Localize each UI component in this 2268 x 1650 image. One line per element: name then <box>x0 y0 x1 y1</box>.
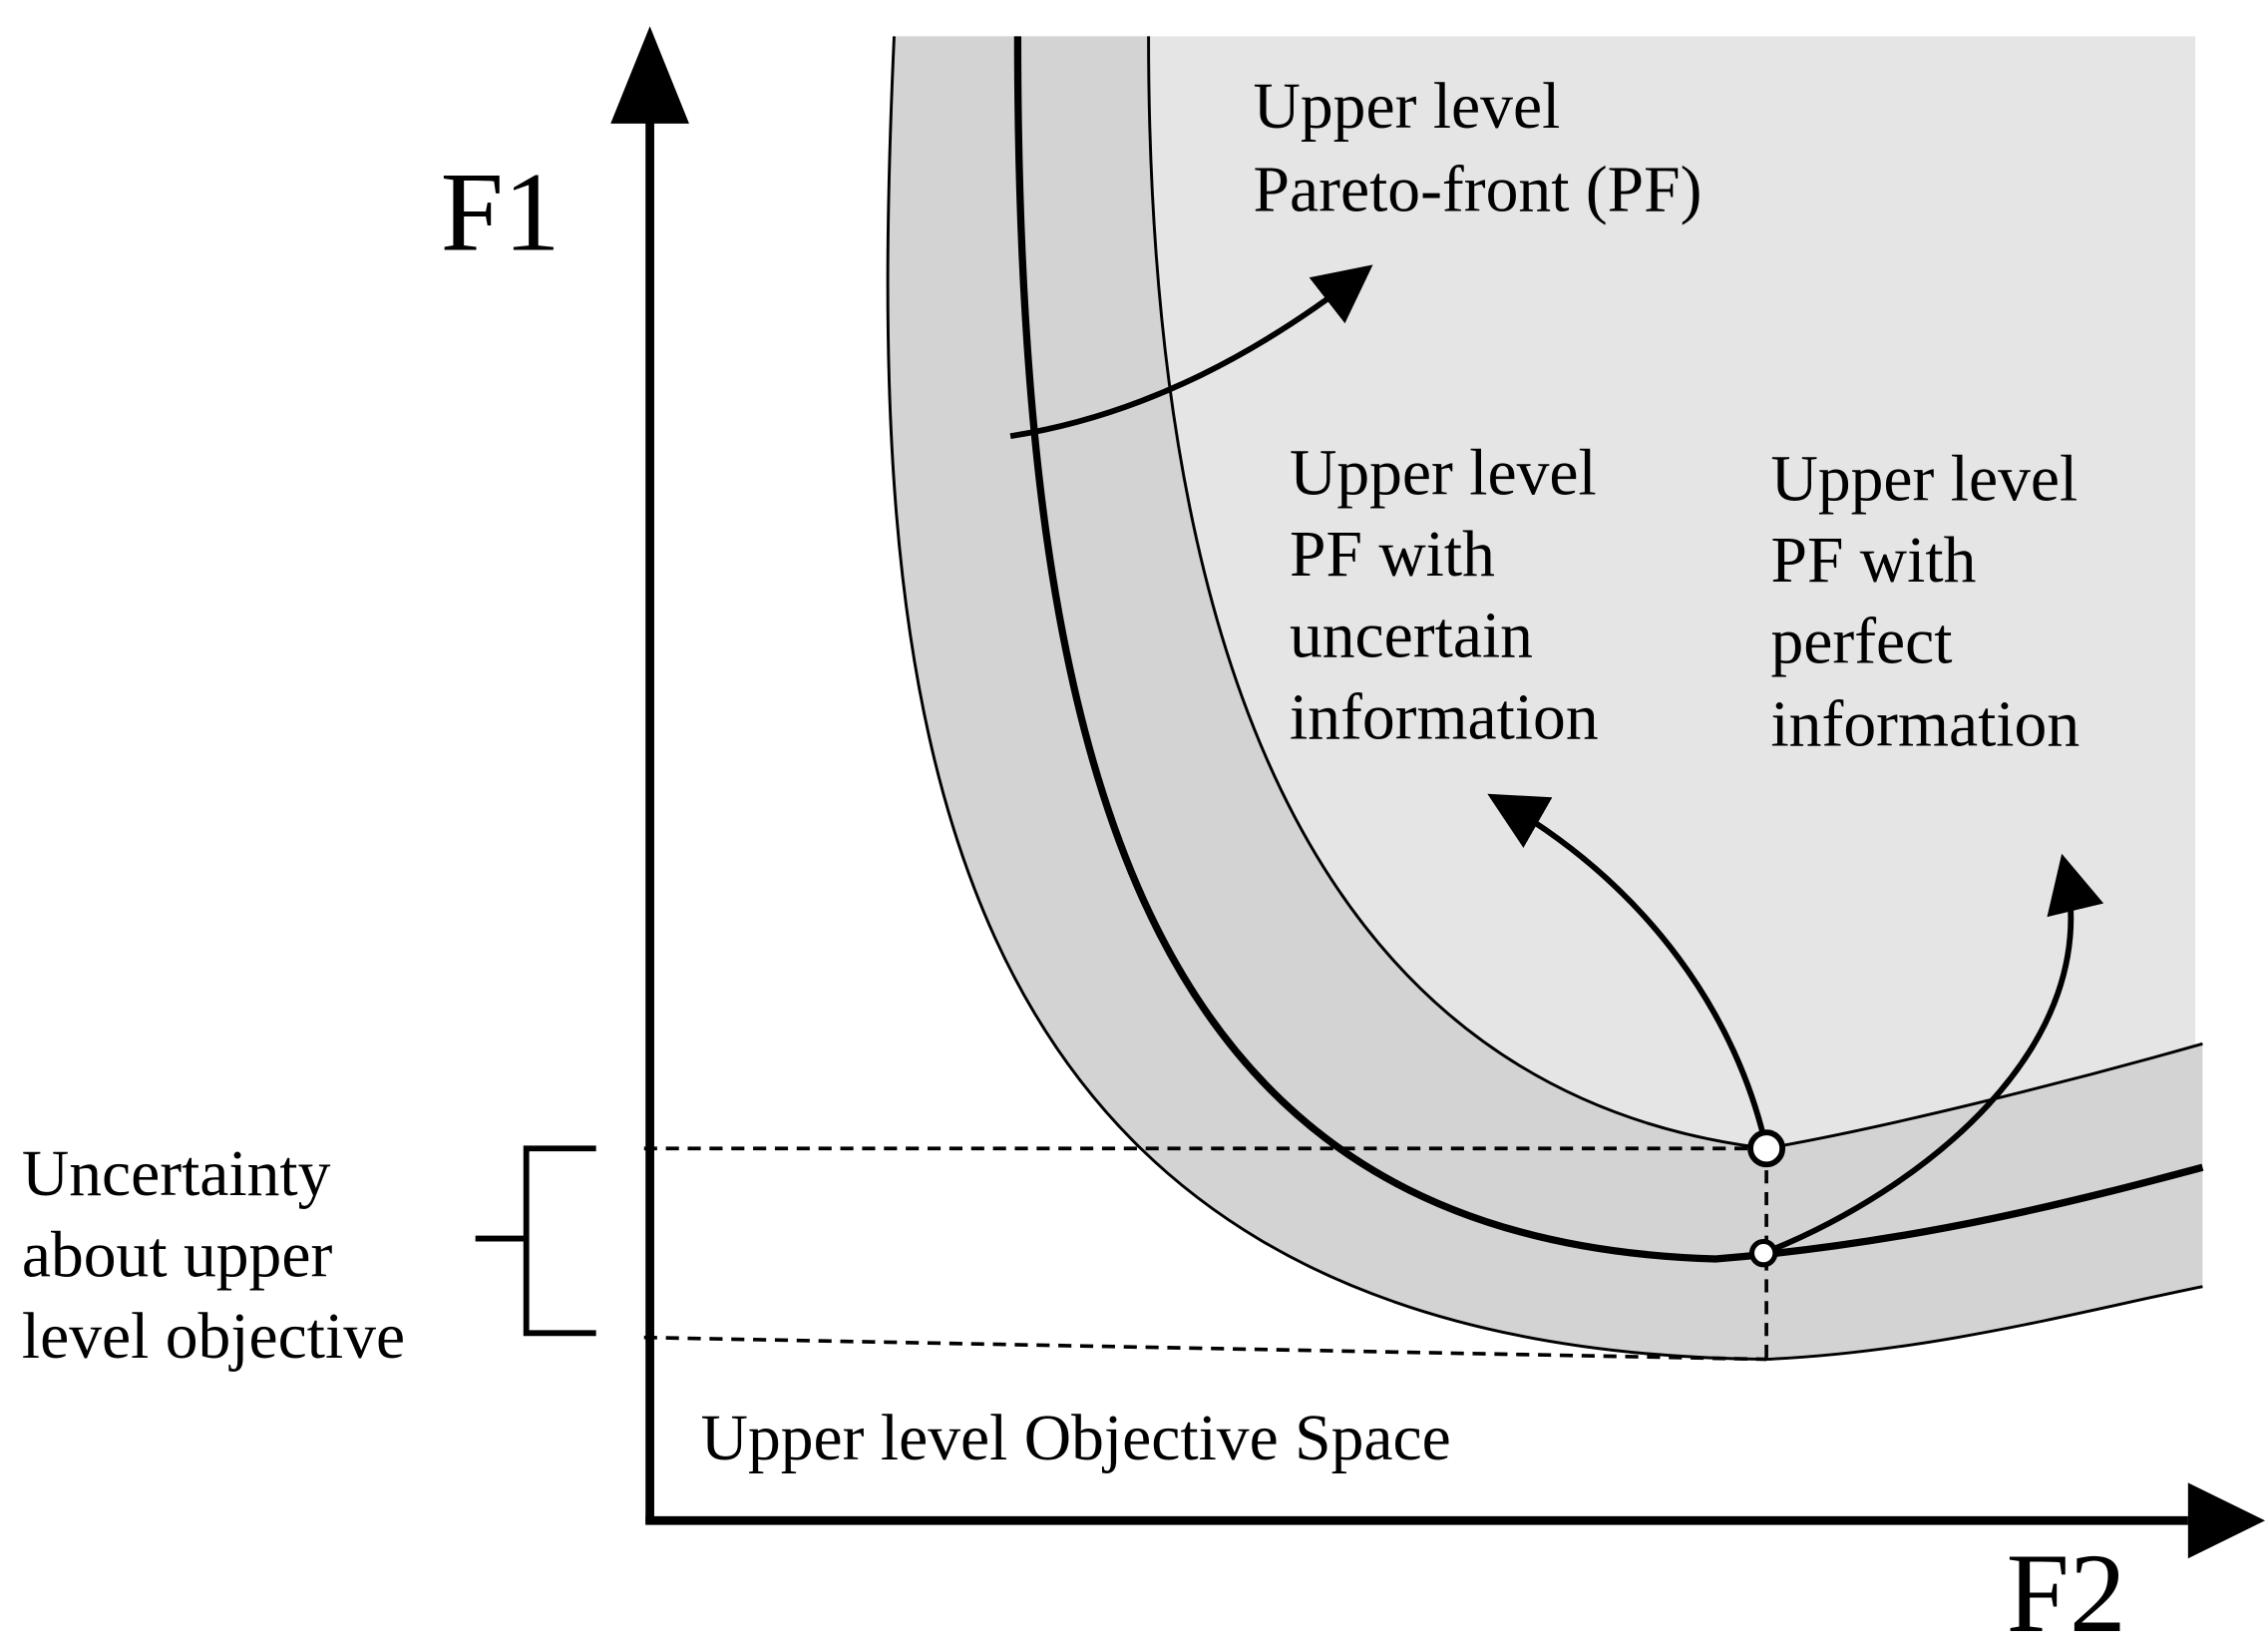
uncertainty-bracket <box>475 1145 596 1337</box>
perfect-callout-arrow <box>1762 853 2104 1256</box>
y-axis-label: F1 <box>441 150 561 275</box>
perfect-label-line-1: Upper level <box>1770 443 2078 515</box>
objective-region-fill <box>1148 36 2196 1149</box>
pareto-front-callout-arrow <box>1009 264 1373 440</box>
pareto-front-label-line-2: Pareto-front (PF) <box>1254 154 1702 225</box>
uncertain-label-line-2: PF with <box>1290 519 1495 591</box>
bracket-label-line-3: level objective <box>22 1301 405 1373</box>
band-inner-boundary <box>1147 36 2203 1150</box>
objective-space-label: Upper level Objective Space <box>701 1403 1451 1474</box>
perfect-label-line-3: perfect <box>1770 607 1952 678</box>
pareto-front-curve <box>1013 36 2204 1263</box>
dashed-lower-guide <box>643 1335 1767 1362</box>
uncertain-label-line-1: Upper level <box>1290 437 1597 509</box>
uncertain-pf-point <box>1747 1129 1786 1168</box>
uncertain-label-line-3: uncertain <box>1290 601 1533 672</box>
perfect-pf-point <box>1748 1238 1778 1268</box>
pareto-front-label-line-1: Upper level <box>1254 71 1561 143</box>
bracket-label-line-1: Uncertainty <box>22 1138 331 1210</box>
y-axis-arrow-icon <box>610 26 689 124</box>
x-axis-label: F2 <box>2007 1530 2126 1650</box>
perfect-label-line-4: information <box>1770 689 2079 761</box>
bracket-label-line-2: about upper <box>22 1219 333 1291</box>
x-axis-arrow-icon <box>2187 1482 2266 1559</box>
uncertain-label-line-4: information <box>1290 681 1599 753</box>
perfect-label-line-2: PF with <box>1770 525 1976 597</box>
uncertain-callout-arrow <box>1487 793 1769 1149</box>
band-outer-boundary <box>886 36 2203 1362</box>
